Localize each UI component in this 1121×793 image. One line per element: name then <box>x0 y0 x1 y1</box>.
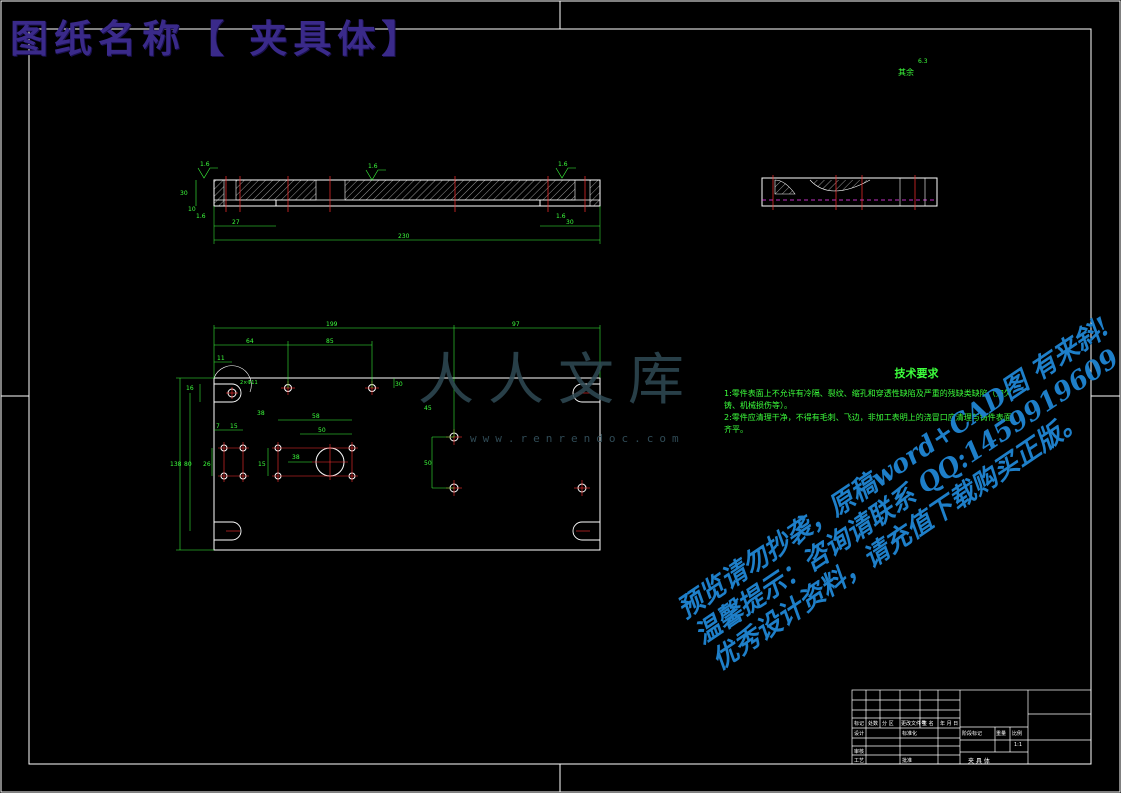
drawing-title: 图纸名称【 夹具体】 <box>10 16 426 61</box>
rough-front-4: 1.6 <box>196 213 206 220</box>
dim-30: 30 <box>566 219 574 226</box>
dim-26: 26 <box>203 461 211 468</box>
tb-label-review: 审核 <box>854 749 865 755</box>
side-view <box>761 175 938 210</box>
dim-97: 97 <box>512 321 520 328</box>
dim-slot-dia: 2×Φ11 <box>240 380 258 386</box>
tb-label-count: 处数 <box>868 721 879 727</box>
top-plan-view: 199 97 64 85 11 2×Φ11 16 30 38 58 50 7 1… <box>170 321 601 551</box>
watermark-brand: 人人文库 <box>418 348 698 413</box>
technical-requirements: 技术要求 1:零件表面上不允许有冷隔、裂纹、缩孔和穿透性缺陷及严重的残缺类缺陷（… <box>724 368 1069 436</box>
tb-label-mark: 标记 <box>854 721 865 727</box>
tb-part-name: 夹 具 体 <box>968 758 990 765</box>
tb-label-sign: 签 名 <box>922 721 934 727</box>
dim-38: 38 <box>257 410 265 417</box>
tb-label-weight: 重量 <box>996 731 1007 737</box>
tech-title: 技术要求 <box>894 367 939 380</box>
tech-line: 铸、机械损伤等）。 <box>724 401 792 410</box>
dim-64: 64 <box>246 338 254 345</box>
dim-38b: 38 <box>292 454 300 461</box>
dim-15b: 15 <box>258 461 266 468</box>
tb-scale-value: 1:1 <box>1014 742 1023 748</box>
dim-height: 30 <box>180 190 188 197</box>
tb-label-stage: 阶段标记 <box>962 731 983 737</box>
dim-7: 7 <box>216 423 220 430</box>
tb-label-std: 标准化 <box>902 731 918 737</box>
rough-front-3: 1.6 <box>558 161 568 168</box>
rough-front-2: 1.6 <box>368 163 378 170</box>
dim-85: 85 <box>326 338 334 345</box>
tb-label-design: 设计 <box>854 731 865 737</box>
tech-line: 齐平。 <box>724 425 748 434</box>
dim-138: 138 <box>170 461 182 468</box>
tb-label-approve: 批准 <box>902 758 913 764</box>
general-roughness-label: 其余 <box>898 68 914 77</box>
rough-front-5: 1.6 <box>556 213 566 220</box>
title-block <box>851 689 1092 765</box>
dim-58: 58 <box>312 413 320 420</box>
dim-230: 230 <box>398 233 410 240</box>
dim-16: 16 <box>186 385 194 392</box>
dim-11: 11 <box>217 355 225 362</box>
front-section-view: 27 30 230 30 10 1.6 1.6 1.6 1.6 1.6 <box>180 161 601 244</box>
dim-27: 27 <box>232 219 240 226</box>
tb-label-date: 年 月 日 <box>940 721 959 727</box>
tb-label-scale: 比例 <box>1012 731 1023 737</box>
dim-height-2: 10 <box>188 206 196 213</box>
dim-30: 30 <box>395 381 403 388</box>
tb-label-process: 工艺 <box>854 758 865 764</box>
tb-label-zone: 分 区 <box>882 721 894 727</box>
tech-line: 1:零件表面上不允许有冷隔、裂纹、缩孔和穿透性缺陷及严重的残缺类缺陷（如欠 <box>724 389 1012 398</box>
dim-199: 199 <box>326 321 338 328</box>
dim-45: 45 <box>424 405 432 412</box>
rough-front-1: 1.6 <box>200 161 210 168</box>
dim-50b: 50 <box>424 460 432 467</box>
general-roughness-value: 6.3 <box>918 58 928 65</box>
watermark-url: www.renrendoc.com <box>470 432 685 445</box>
dim-80: 80 <box>184 461 192 468</box>
tech-line: 2:零件应清理干净，不得有毛刺、飞边，非加工表明上的浇冒口应清理与铸件表面 <box>724 413 1012 422</box>
dim-50: 50 <box>318 427 326 434</box>
dim-15: 15 <box>230 423 238 430</box>
tb-label-change: 更改文件号 <box>901 721 927 727</box>
